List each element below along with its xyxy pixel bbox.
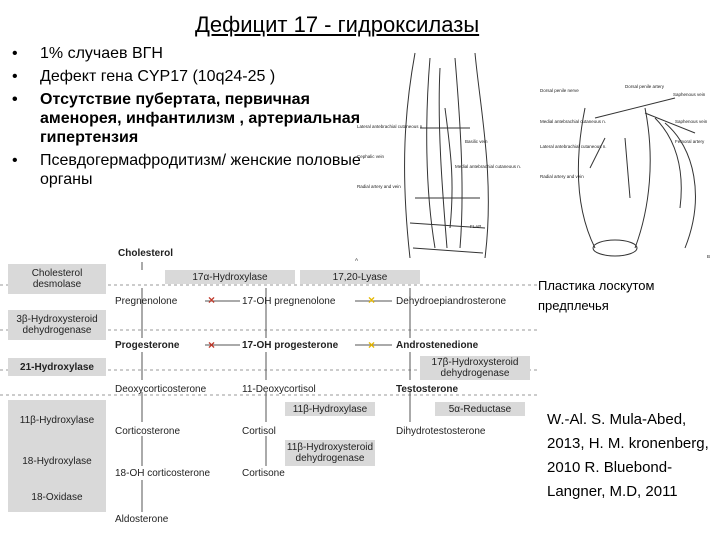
- node-corticosterone: Corticosterone: [115, 426, 180, 437]
- figure-label: Saphenous vein: [675, 119, 708, 124]
- references: W.-Al. S. Mula-Abed, 2013, H. M. kronenb…: [547, 408, 717, 504]
- figure-label: Dorsal penile artery: [625, 84, 665, 89]
- node-11-deoxycortisol: 11-Deoxycortisol: [242, 384, 316, 395]
- node-18oh-corticosterone: 18-OH corticosterone: [115, 468, 210, 479]
- enzyme-box: 5α-Reductase: [435, 402, 525, 416]
- phalloplasty-illustration: Dorsal penile nerve Dorsal penile artery…: [535, 78, 715, 263]
- enzyme-box: 11β-Hydroxysteroid dehydrogenase: [285, 440, 375, 466]
- figure-label: Dorsal penile nerve: [540, 88, 579, 93]
- figure-label: Radial artery and vein: [540, 174, 584, 179]
- enzyme-box: 3β-Hydroxysteroid dehydrogenase: [8, 310, 106, 340]
- slide-title: Дефицит 17 - гидроксилазы: [195, 12, 479, 38]
- node-cortisone: Cortisone: [242, 468, 285, 479]
- figure-caption: Пластика лоскутом предплечья: [538, 276, 708, 316]
- bullet-item: Дефект гена CYP17 (10q24-25 ): [12, 67, 372, 86]
- forearm-flap-illustration: Lateral antebrachial cutaneous n. Cephal…: [355, 48, 525, 263]
- enzyme-box: 18-Hydroxylase: [8, 440, 106, 482]
- node-cortisol: Cortisol: [242, 426, 276, 437]
- node-17oh-pregnenolone: 17-OH pregnenolone: [242, 296, 335, 307]
- node-17oh-progesterone: 17-OH progesterone: [242, 340, 338, 351]
- node-testosterone: Testosterone: [396, 384, 458, 395]
- node-cholesterol: Cholesterol: [118, 248, 173, 259]
- enzyme-box: 17β-Hydroxysteroid dehydrogenase: [420, 356, 530, 380]
- enzyme-box: Cholesterol desmolase: [8, 264, 106, 294]
- block-mark: ×: [368, 293, 375, 307]
- figure-label: Cephalic vein: [357, 154, 385, 159]
- block-mark: ×: [368, 338, 375, 352]
- node-deoxycorticosterone: Deoxycorticosterone: [115, 384, 206, 395]
- figure-label: FLAP: [470, 224, 481, 229]
- block-mark: ×: [208, 293, 215, 307]
- enzyme-box: 17,20-Lyase: [300, 270, 420, 284]
- figure-label: Saphenous vein: [673, 92, 706, 97]
- bullet-item: Отсутствие пубертата, первичная аменорея…: [12, 90, 372, 147]
- bullet-list: 1% случаев ВГН Дефект гена CYP17 (10q24-…: [12, 44, 372, 193]
- node-androstenedione: Androstenedione: [396, 340, 478, 351]
- figure-label: Radial artery and vein: [357, 184, 401, 189]
- node-dhea: Dehydroepiandrosterone: [396, 296, 506, 307]
- enzyme-box: 18-Oxidase: [8, 482, 106, 512]
- node-dihydrotestosterone: Dihydrotestosterone: [396, 426, 486, 437]
- bullet-item: 1% случаев ВГН: [12, 44, 372, 63]
- figure-label: Lateral antebrachial cutaneous n.: [540, 144, 607, 149]
- enzyme-box: 11β-Hydroxylase: [285, 402, 375, 416]
- bullet-item: Псевдогермафродитизм/ женские половые ор…: [12, 151, 372, 189]
- steroid-pathway-diagram: Cholesterol Cholesterol desmolase 3β-Hyd…: [0, 240, 540, 540]
- figure-label: Basilic vein: [465, 139, 488, 144]
- figure-label: Medial antebrachial cutaneous n.: [455, 164, 521, 169]
- figure-label: Femoral artery: [675, 139, 705, 144]
- node-aldosterone: Aldosterone: [115, 514, 168, 525]
- enzyme-box: 17α-Hydroxylase: [165, 270, 295, 284]
- node-pregnenolone: Pregnenolone: [115, 296, 177, 307]
- node-progesterone: Progesterone: [115, 340, 179, 351]
- enzyme-box: 11β-Hydroxylase: [8, 400, 106, 440]
- figure-label: Lateral antebrachial cutaneous n.: [357, 124, 424, 129]
- block-mark: ×: [208, 338, 215, 352]
- enzyme-box: 21-Hydroxylase: [8, 358, 106, 376]
- figure-label: B: [707, 254, 710, 259]
- figure-label: Medial antebrachial cutaneous n.: [540, 119, 606, 124]
